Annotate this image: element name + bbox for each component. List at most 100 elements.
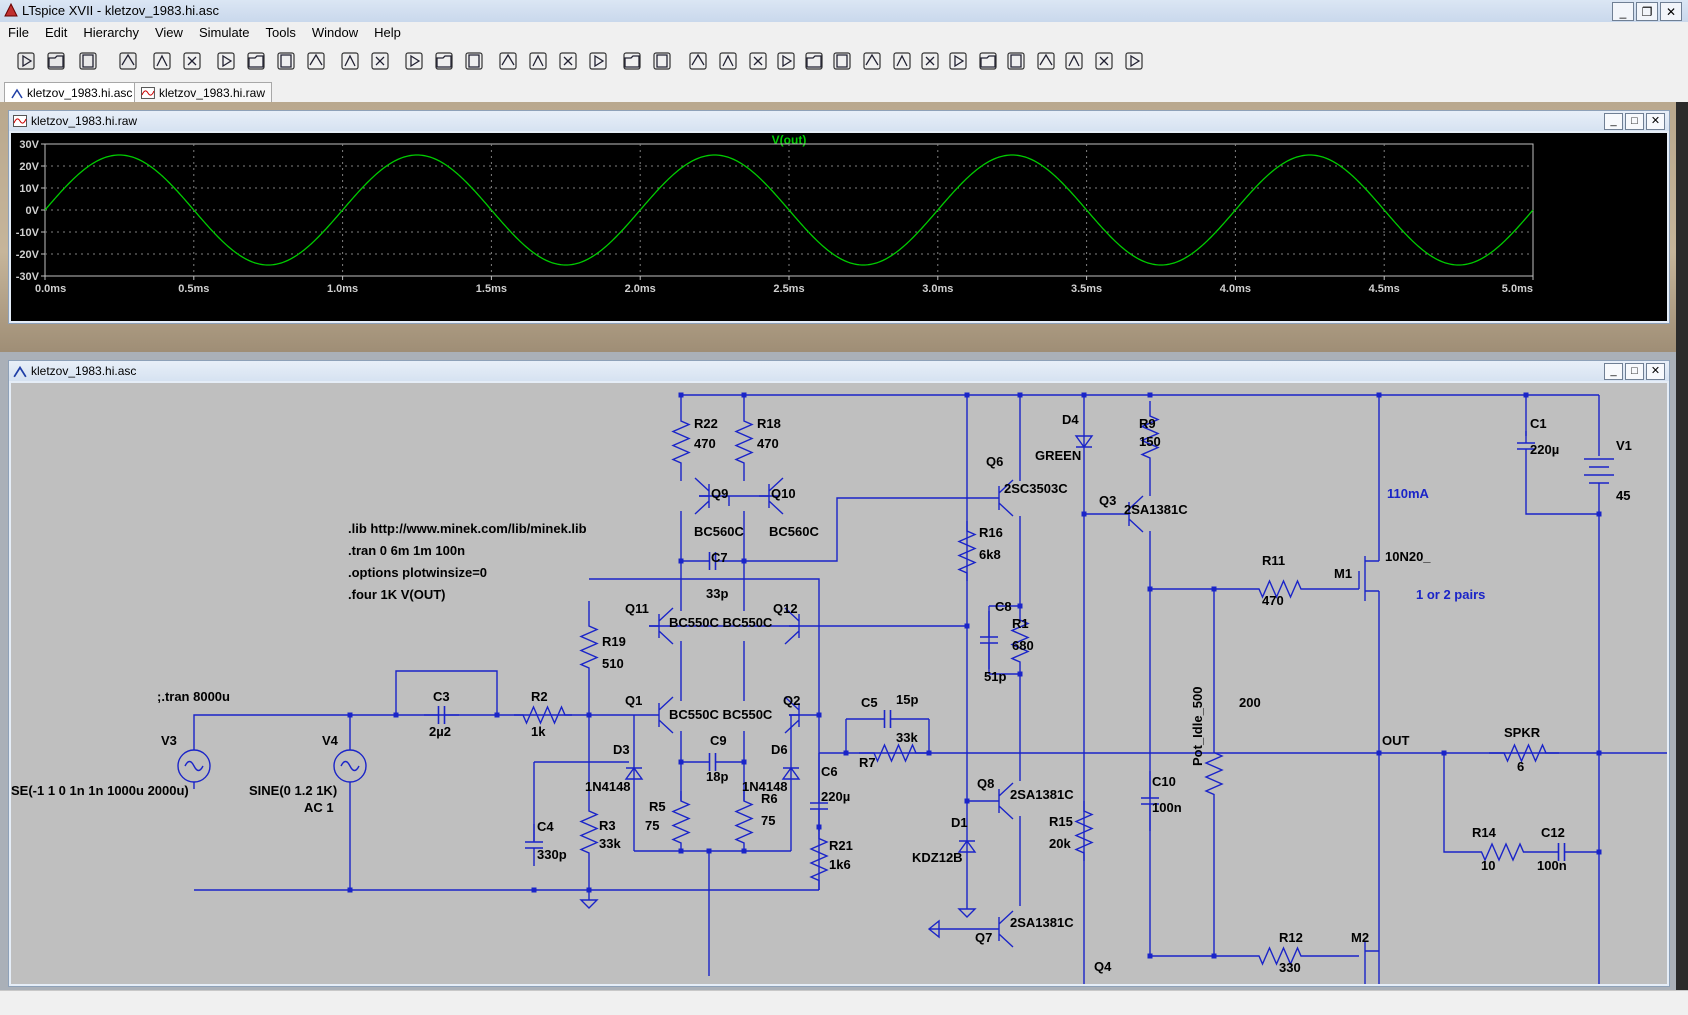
zoom-in-icon[interactable] xyxy=(214,49,238,73)
resistor-r9[interactable] xyxy=(1140,401,1160,471)
ground-symbol[interactable] xyxy=(957,901,977,918)
resistor-r12[interactable] xyxy=(1249,946,1309,966)
resistor-r11[interactable] xyxy=(1249,579,1309,599)
spice-directive-icon[interactable] xyxy=(1122,49,1146,73)
component-label-c12v: 100n xyxy=(1537,858,1567,873)
mark-icon[interactable] xyxy=(368,49,392,73)
cascade-icon[interactable] xyxy=(432,49,456,73)
undo-icon[interactable] xyxy=(976,49,1000,73)
schematic-canvas[interactable]: .lib http://www.minek.com/lib/minek.lib.… xyxy=(11,383,1667,984)
minimize-button[interactable]: _ xyxy=(1604,113,1623,130)
capacitor-icon[interactable] xyxy=(802,49,826,73)
tab-waveform[interactable]: kletzov_1983.hi.raw xyxy=(134,82,272,102)
wire[interactable] xyxy=(744,497,989,562)
diode-icon[interactable] xyxy=(860,49,884,73)
minimize-button[interactable]: _ xyxy=(1612,2,1634,21)
tile-horizontal-icon[interactable] xyxy=(402,49,426,73)
transistor-q3[interactable] xyxy=(1119,495,1144,533)
resistor-r16[interactable] xyxy=(957,521,977,581)
battery-v1[interactable] xyxy=(1584,458,1614,484)
drag-icon[interactable] xyxy=(946,49,970,73)
component-label-d3: D3 xyxy=(613,742,630,757)
resistor-r22[interactable] xyxy=(671,411,691,471)
label-icon[interactable] xyxy=(746,49,770,73)
cut-icon[interactable] xyxy=(496,49,520,73)
trace-vout[interactable] xyxy=(44,154,1534,266)
transistor-q8[interactable] xyxy=(989,782,1014,820)
wire[interactable] xyxy=(395,670,498,715)
print-icon[interactable] xyxy=(620,49,644,73)
menu-window[interactable]: Window xyxy=(311,24,359,40)
paste-icon[interactable] xyxy=(556,49,580,73)
resistor-r3[interactable] xyxy=(579,791,599,871)
close-button[interactable]: ✕ xyxy=(1646,113,1665,130)
close-button[interactable]: ✕ xyxy=(1646,363,1665,380)
wire[interactable] xyxy=(1443,753,1479,853)
resistor-r19[interactable] xyxy=(579,601,599,691)
resistor-r18[interactable] xyxy=(734,411,754,471)
mosfet-m2[interactable] xyxy=(1364,941,1379,984)
redo-icon[interactable] xyxy=(1004,49,1028,73)
resistor-r15[interactable] xyxy=(1074,801,1094,861)
tile-vertical-icon[interactable] xyxy=(462,49,486,73)
resistor-r21[interactable] xyxy=(809,827,829,890)
menu-file[interactable]: File xyxy=(8,24,29,40)
control-panel-icon[interactable] xyxy=(116,49,140,73)
minimize-button[interactable]: _ xyxy=(1604,363,1623,380)
mirror-icon[interactable] xyxy=(1062,49,1086,73)
copy-icon[interactable] xyxy=(526,49,550,73)
maximize-button[interactable]: □ xyxy=(1625,363,1644,380)
resistor-spkr[interactable] xyxy=(1489,743,1559,763)
restore-button[interactable]: ❐ xyxy=(1636,2,1658,21)
draw-wire-icon[interactable] xyxy=(686,49,710,73)
resistor-r14[interactable] xyxy=(1479,842,1525,862)
zoom-out-icon[interactable] xyxy=(274,49,298,73)
move-icon[interactable] xyxy=(918,49,942,73)
transistor-q1[interactable] xyxy=(649,696,674,734)
resistor-r1[interactable] xyxy=(1010,606,1030,674)
halt-icon[interactable] xyxy=(150,49,174,73)
text-icon[interactable] xyxy=(1092,49,1116,73)
tab-schematic[interactable]: kletzov_1983.hi.asc xyxy=(4,82,142,102)
menu-simulate[interactable]: Simulate xyxy=(198,24,250,40)
run-icon[interactable] xyxy=(14,49,38,73)
open-icon[interactable] xyxy=(44,49,68,73)
resistor-r7[interactable] xyxy=(859,743,929,763)
zoom-fit-icon[interactable] xyxy=(304,49,328,73)
diode-d3[interactable] xyxy=(624,766,644,780)
menu-hierarchy[interactable]: Hierarchy xyxy=(83,24,139,40)
menu-help[interactable]: Help xyxy=(374,24,401,40)
wire[interactable] xyxy=(1525,461,1599,515)
diode-d1[interactable] xyxy=(957,839,977,853)
note-current: 110mA xyxy=(1387,486,1430,501)
diode-d4[interactable] xyxy=(1074,435,1094,449)
maximize-button[interactable]: □ xyxy=(1625,113,1644,130)
ground-symbol[interactable] xyxy=(579,892,599,909)
save-icon[interactable] xyxy=(76,49,100,73)
wire[interactable] xyxy=(193,714,589,750)
transistor-q7[interactable] xyxy=(989,910,1014,948)
print-setup-icon[interactable] xyxy=(650,49,674,73)
resistor-icon[interactable] xyxy=(774,49,798,73)
menu-tools[interactable]: Tools xyxy=(265,24,296,40)
inductor-icon[interactable] xyxy=(830,49,854,73)
zoom-area-icon[interactable] xyxy=(244,49,268,73)
diode-d6[interactable] xyxy=(781,766,801,780)
rotate-icon[interactable] xyxy=(1034,49,1058,73)
resistor-r2[interactable] xyxy=(514,705,572,725)
component-label-c3v: 2µ2 xyxy=(429,724,451,739)
pan-icon[interactable] xyxy=(180,49,204,73)
ground-icon[interactable] xyxy=(716,49,740,73)
component-icon[interactable] xyxy=(890,49,914,73)
mosfet-m1[interactable] xyxy=(1358,556,1379,601)
menu-edit[interactable]: Edit xyxy=(44,24,68,40)
potentiometer-pot-idle[interactable] xyxy=(1204,589,1224,956)
resistor-r6[interactable] xyxy=(734,791,754,851)
close-button[interactable]: ✕ xyxy=(1660,2,1682,21)
transistor-q6[interactable] xyxy=(989,479,1014,517)
resistor-r5[interactable] xyxy=(671,791,691,851)
autorange-icon[interactable] xyxy=(338,49,362,73)
menu-view[interactable]: View xyxy=(154,24,183,40)
find-icon[interactable] xyxy=(586,49,610,73)
